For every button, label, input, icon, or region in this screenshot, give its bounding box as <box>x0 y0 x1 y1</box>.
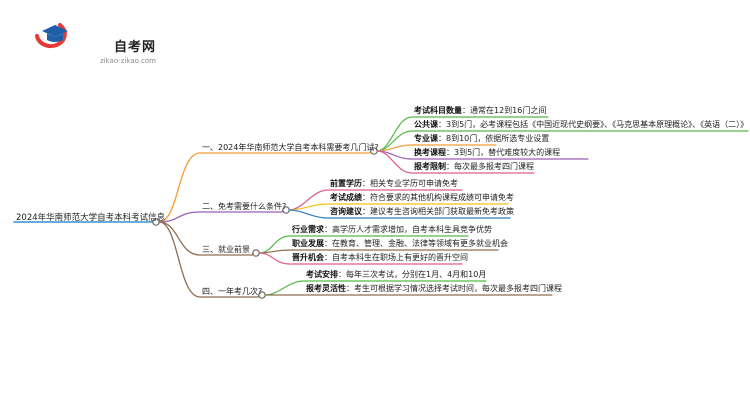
leaf-text: 建议考生咨询相关部门获取最新免考政策 <box>370 207 514 216</box>
leaf-title: 报考灵活性 <box>306 284 346 293</box>
branch-line-3 <box>158 221 254 256</box>
leaf-item: 报考限制：每次最多报考四门课程 <box>414 162 534 172</box>
leaf-item: 公共课：3到5门，必考课程包括《中国近现代史纲要》、《马克思基本原理概论》、《英… <box>414 120 748 130</box>
leaf-text: 考生可根据学习情况选择考试时间，每次最多报考四门课程 <box>354 284 562 293</box>
leaf-item: 考试科目数量：通常在12到16门之间 <box>414 106 546 116</box>
leaf-title: 换考课程 <box>414 148 446 157</box>
leaf-item: 换考课程：3到5门，替代难度较大的课程 <box>414 148 560 158</box>
logo-title: 自考网 <box>114 40 157 55</box>
leaf-title: 职业发展 <box>292 239 324 248</box>
logo-subtitle: zikao-zikao.com <box>100 57 156 65</box>
leaf-title: 专业课 <box>414 134 438 143</box>
leaf-title: 行业需求 <box>292 225 324 234</box>
leaf-title: 考试安排 <box>306 270 338 279</box>
leaf-line-2-3 <box>288 209 511 219</box>
leaf-item: 考试成绩：符合要求的其他机构课程成绩可申请免考 <box>330 193 514 203</box>
leaf-item: 考试安排：每年三次考试，分别在1月、4月和10月 <box>306 270 486 280</box>
leaf-item: 晋升机会：自考本科生在职场上有更好的晋升空间 <box>292 253 468 263</box>
leaf-title: 考试科目数量 <box>414 106 462 115</box>
leaf-text: 自考本科生在职场上有更好的晋升空间 <box>332 253 468 262</box>
leaf-line-1-5 <box>376 150 535 174</box>
leaf-text: 3到5门，替代难度较大的课程 <box>454 148 561 157</box>
leaf-text: 符合要求的其他机构课程成绩可申请免考 <box>370 193 514 202</box>
leaf-separator: ： <box>362 179 370 188</box>
leaf-text: 8到10门，依据所选专业设置 <box>446 134 550 143</box>
leaf-separator: ： <box>438 134 446 143</box>
leaf-item: 行业需求：高学历人才需求增加，自考本科生具竞争优势 <box>292 225 492 235</box>
leaf-separator: ： <box>438 120 446 129</box>
leaf-separator: ： <box>346 284 354 293</box>
leaf-separator: ： <box>338 270 346 279</box>
leaf-separator: ： <box>324 225 332 234</box>
leaf-separator: ： <box>462 106 470 115</box>
leaf-title: 前置学历 <box>330 179 362 188</box>
graduation-cap-icon <box>35 23 68 49</box>
leaf-text: 3到5门，必考课程包括《中国近现代史纲要》、《马克思基本原理概论》、《英语（二）… <box>446 120 749 129</box>
leaf-separator: ： <box>324 239 332 248</box>
leaf-item: 职业发展：在教育、管理、金融、法律等领域有更多就业机会 <box>292 239 508 249</box>
leaf-separator: ： <box>362 193 370 202</box>
branch-label-2: 二、免考需要什么条件? <box>202 202 287 211</box>
branch-line-2 <box>158 209 284 223</box>
branch-label-3: 三、就业前景 <box>202 245 250 254</box>
leaf-text: 每次最多报考四门课程 <box>454 162 534 171</box>
leaf-item: 报考灵活性：考生可根据学习情况选择考试时间，每次最多报考四门课程 <box>306 284 562 294</box>
branch-label-4: 四、一年考几次? <box>202 287 263 296</box>
leaf-line-3-3 <box>258 252 463 265</box>
leaf-item: 咨询建议：建议考生咨询相关部门获取最新免考政策 <box>330 207 514 217</box>
leaf-title: 晋升机会 <box>292 253 324 262</box>
leaf-title: 公共课 <box>414 120 438 129</box>
branch-line-1 <box>158 150 372 223</box>
branch-line-4 <box>158 221 260 298</box>
leaf-title: 考试成绩 <box>330 193 362 202</box>
leaf-text: 通常在12到16门之间 <box>470 106 547 115</box>
site-logo[interactable]: 自考网 zikao-zikao.com <box>34 18 157 65</box>
leaf-text: 高学历人才需求增加，自考本科生具竞争优势 <box>332 225 492 234</box>
leaf-title: 咨询建议 <box>330 207 362 216</box>
leaf-separator: ： <box>446 162 454 171</box>
branch-node-3[interactable] <box>252 249 260 257</box>
leaf-item: 专业课：8到10门，依据所选专业设置 <box>414 134 549 144</box>
leaf-separator: ： <box>324 253 332 262</box>
branch-label-1: 一、2024年华南师范大学自考本科需要考几门试? <box>202 143 379 152</box>
leaf-title: 报考限制 <box>414 162 446 171</box>
leaf-item: 前置学历：相关专业学历可申请免考 <box>330 179 458 189</box>
leaf-text: 相关专业学历可申请免考 <box>370 179 458 188</box>
leaf-separator: ： <box>446 148 454 157</box>
root-topic: 2024年华南师范大学自考本科考试信息 <box>16 213 166 223</box>
leaf-text: 每年三次考试，分别在1月、4月和10月 <box>346 270 487 279</box>
leaf-separator: ： <box>362 207 370 216</box>
leaf-text: 在教育、管理、金融、法律等领域有更多就业机会 <box>332 239 508 248</box>
